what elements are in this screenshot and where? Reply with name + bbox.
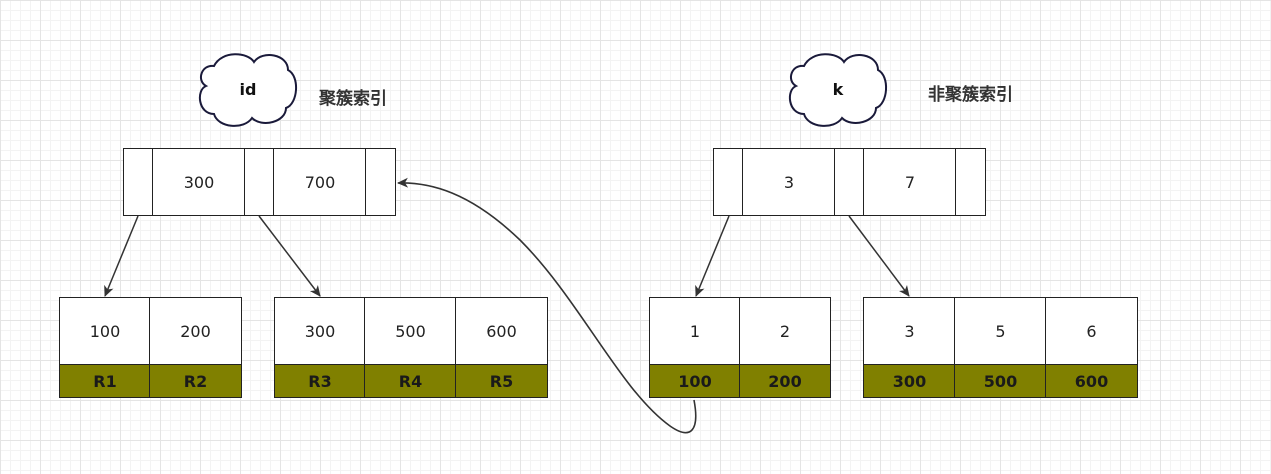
left-leaf2-row-2-text: R5	[489, 371, 514, 391]
right-leaf2-id-2-text: 600	[1074, 371, 1109, 391]
left-leaf1-row-1: R2	[149, 364, 242, 398]
right-leaf2-key-0-text: 3	[904, 322, 915, 341]
arrow-right-root-to-leaf1	[695, 215, 730, 297]
right-leaf1-key-1-text: 2	[779, 322, 791, 341]
arrow-right-root-to-leaf2	[848, 215, 910, 297]
right-leaf2-id-2: 600	[1045, 364, 1138, 398]
left-root-key-1: 700	[273, 148, 367, 216]
right-root-key-1-text: 7	[904, 172, 916, 192]
left-tree-title: 聚簇索引	[319, 89, 387, 109]
left-leaf2-key-0: 300	[274, 297, 366, 366]
right-leaf2-key-2-text: 6	[1086, 322, 1097, 341]
left-root-key-0: 300	[152, 148, 246, 216]
right-root-key-0-text: 3	[783, 172, 795, 192]
left-leaf1-row-1-text: R2	[183, 371, 208, 391]
cloud-shape-left	[198, 53, 297, 127]
left-leaf1-key-0-text: 100	[89, 322, 121, 341]
left-root-key-1-text: 700	[304, 172, 336, 192]
left-leaf2-row-1: R4	[364, 364, 457, 398]
right-leaf2-id-0-text: 300	[892, 371, 927, 391]
right-leaf2-key-2: 6	[1045, 297, 1138, 366]
arrow-left-root-to-leaf1	[104, 215, 139, 297]
arrow-left-root-to-leaf2	[258, 215, 321, 297]
left-leaf2-row-0-text: R3	[308, 371, 332, 391]
cloud-label-right: k	[832, 80, 844, 99]
right-root-pointer-2	[955, 148, 986, 216]
right-leaf1-id-1: 200	[739, 364, 831, 398]
left-leaf2-key-1-text: 500	[395, 322, 426, 341]
right-leaf1-key-1: 2	[739, 297, 831, 366]
right-leaf2-id-1-text: 500	[983, 371, 1018, 391]
right-root-key-1: 7	[863, 148, 957, 216]
right-root-key-0: 3	[742, 148, 836, 216]
right-leaf1-id-0-text: 100	[678, 371, 712, 391]
left-leaf2-key-0-text: 300	[304, 322, 336, 341]
left-root-pointer-1	[244, 148, 275, 216]
right-leaf2-key-0: 3	[863, 297, 956, 366]
left-root-pointer-2	[365, 148, 396, 216]
right-leaf1-key-0-text: 1	[689, 322, 701, 341]
left-leaf2-row-0: R3	[274, 364, 366, 398]
left-leaf1-row-0-text: R1	[93, 371, 117, 391]
left-leaf1-key-1-text: 200	[180, 322, 211, 341]
right-root-pointer-1	[834, 148, 865, 216]
right-leaf2-key-1-text: 5	[995, 322, 1006, 341]
right-leaf1-id-0: 100	[649, 364, 741, 398]
left-leaf2-key-2-text: 600	[486, 322, 517, 341]
right-leaf2-id-0: 300	[863, 364, 956, 398]
right-leaf1-id-1-text: 200	[768, 371, 802, 391]
left-leaf2-key-2: 600	[455, 297, 548, 366]
right-root-pointer-0	[713, 148, 744, 216]
left-root-key-0-text: 300	[183, 172, 215, 192]
cloud-label-left: id	[239, 80, 257, 99]
right-leaf1-key-0: 1	[649, 297, 741, 366]
left-leaf2-row-2: R5	[455, 364, 548, 398]
left-root-pointer-0	[123, 148, 154, 216]
arrow-lookup-back-to-clustered-root	[397, 177, 697, 434]
left-leaf2-key-1: 500	[364, 297, 457, 366]
left-leaf1-key-1: 200	[149, 297, 242, 366]
left-leaf1-key-0: 100	[59, 297, 151, 366]
left-leaf2-row-1-text: R4	[398, 371, 423, 391]
left-leaf1-row-0: R1	[59, 364, 151, 398]
right-leaf2-key-1: 5	[954, 297, 1047, 366]
right-tree-title: 非聚簇索引	[928, 85, 1013, 105]
right-leaf2-id-1: 500	[954, 364, 1047, 398]
cloud-shape-right	[788, 53, 887, 127]
